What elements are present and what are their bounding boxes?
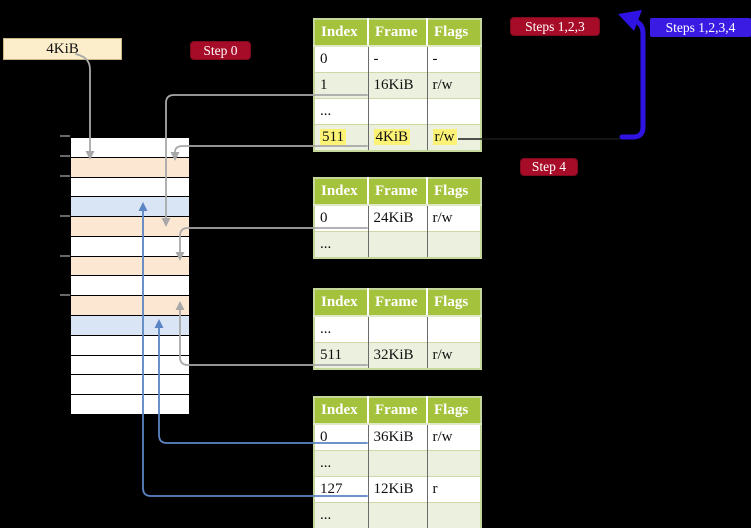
column-header-index: Index — [314, 178, 369, 206]
cell-index: ... — [314, 98, 368, 125]
cell-frame — [367, 502, 427, 528]
step0-label: Step 0 — [190, 41, 251, 60]
table-row: ... — [314, 502, 481, 528]
column-header-frame: Frame — [368, 397, 428, 425]
cell-frame: 12KiB — [367, 476, 427, 503]
cell-flags — [426, 98, 481, 125]
steps1234-label: Steps 1,2,3,4 — [650, 18, 751, 37]
memory-frame-row-mapped — [71, 316, 189, 336]
memory-frame-row-empty — [71, 335, 189, 356]
step4-label: Step 4 — [520, 158, 578, 176]
highlighted-value: 511 — [320, 129, 346, 145]
column-header-index: Index — [314, 289, 369, 317]
memory-frame-row-empty — [71, 355, 189, 376]
column-header-frame: Frame — [368, 178, 428, 206]
column-header-index: Index — [314, 19, 369, 47]
table-row-recursive-entry: 511 4KiB r/w — [314, 124, 481, 151]
cell-flags: r/w — [426, 72, 481, 99]
cell-index: 0 — [314, 204, 368, 232]
cell-frame: 32KiB — [367, 342, 427, 369]
cell-index: ... — [314, 231, 368, 258]
memory-frame-row-empty — [71, 375, 189, 396]
cell-flags: - — [426, 45, 481, 73]
memory-frame-row-empty — [71, 276, 189, 297]
column-header-frame: Frame — [368, 19, 428, 47]
cell-index: 511 — [314, 342, 368, 369]
cell-flags: r — [426, 476, 481, 503]
memory-frame-row-page-table — [71, 296, 189, 317]
table-row: 0 36KiB r/w — [314, 423, 481, 451]
cell-frame — [367, 98, 427, 125]
page-table-4: Index Frame Flags 0 36KiB r/w ... 127 12… — [313, 396, 482, 528]
memory-frame-row-page-table — [71, 256, 189, 277]
cell-frame: - — [367, 45, 427, 73]
cell-frame: 16KiB — [367, 72, 427, 99]
cell-flags — [426, 315, 481, 343]
cell-frame: 36KiB — [367, 423, 427, 451]
cell-index: 511 — [314, 124, 368, 151]
cell-frame: 4KiB — [367, 124, 427, 151]
header-row: Index Frame Flags — [314, 397, 481, 425]
cell-flags: r/w — [426, 124, 481, 151]
table-row: ... — [314, 450, 481, 477]
table-row: 1 16KiB r/w — [314, 72, 481, 99]
cell-frame — [367, 231, 427, 258]
cell-index: 0 — [314, 423, 368, 451]
memory-frame-row-empty — [71, 236, 189, 257]
physical-memory-stack — [70, 137, 190, 415]
cell-flags — [426, 231, 481, 258]
frame-size-label: 4KiB — [3, 38, 122, 60]
column-header-frame: Frame — [368, 289, 428, 317]
column-header-flags: Flags — [427, 289, 481, 317]
steps123-label: Steps 1,2,3 — [510, 17, 600, 36]
cell-flags: r/w — [426, 342, 481, 369]
highlighted-value: r/w — [432, 129, 457, 145]
table-row: 511 32KiB r/w — [314, 342, 481, 369]
column-header-flags: Flags — [427, 178, 481, 206]
header-row: Index Frame Flags — [314, 19, 481, 47]
header-row: Index Frame Flags — [314, 178, 481, 206]
table-row: 0 24KiB r/w — [314, 204, 481, 232]
header-row: Index Frame Flags — [314, 289, 481, 317]
memory-frame-row-empty — [71, 138, 189, 158]
big-recursive-arrowhead — [618, 10, 642, 31]
cell-frame — [367, 450, 427, 477]
table-row: ... — [314, 315, 481, 343]
cell-index: ... — [314, 315, 368, 343]
memory-frame-row-page-table — [71, 217, 189, 237]
memory-frame-row-page-table — [71, 157, 189, 178]
big-recursive-arrow — [619, 18, 646, 140]
table-row: 127 12KiB r — [314, 476, 481, 503]
column-header-flags: Flags — [427, 397, 481, 425]
highlighted-value: 4KiB — [373, 129, 411, 145]
cell-index: 127 — [314, 476, 368, 503]
column-header-index: Index — [314, 397, 369, 425]
cell-flags: r/w — [426, 423, 481, 451]
page-table-2: Index Frame Flags 0 24KiB r/w ... — [313, 177, 482, 259]
cell-flags: r/w — [426, 204, 481, 232]
cell-index: ... — [314, 450, 368, 477]
page-table-3: Index Frame Flags ... 511 32KiB r/w — [313, 288, 482, 370]
table-row: ... — [314, 231, 481, 258]
cell-flags — [426, 450, 481, 477]
cell-flags — [426, 502, 481, 528]
cell-index: ... — [314, 502, 368, 528]
address-tick-marks — [60, 135, 70, 296]
table-row: ... — [314, 98, 481, 125]
table-row: 0 - - — [314, 45, 481, 73]
memory-frame-row-empty — [71, 177, 189, 198]
page-table-1: Index Frame Flags 0 - - 1 16KiB r/w ... … — [313, 18, 482, 152]
column-header-flags: Flags — [427, 19, 481, 47]
memory-frame-row-mapped — [71, 197, 189, 218]
memory-frame-row-empty — [71, 395, 189, 414]
cell-index: 0 — [314, 45, 368, 73]
cell-frame: 24KiB — [367, 204, 427, 232]
cell-index: 1 — [314, 72, 368, 99]
cell-frame — [367, 315, 427, 343]
